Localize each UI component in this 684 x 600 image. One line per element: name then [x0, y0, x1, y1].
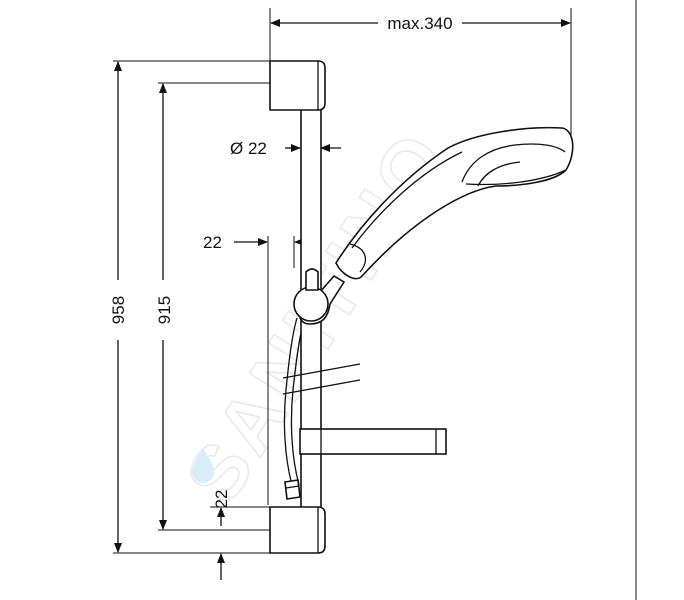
dimension-bottom-offset-label: 22 — [212, 490, 231, 509]
dimension-max-reach: max.340 — [270, 14, 571, 33]
shower-holder — [293, 268, 346, 325]
top-wall-bracket — [269, 60, 326, 111]
dimension-bracket-offset: 22 — [203, 233, 312, 252]
dimension-bar-height-label: 915 — [155, 296, 174, 324]
dimension-bar-height: 915 — [155, 83, 174, 530]
hose-connector — [284, 479, 301, 500]
dimension-pipe-diameter-label: Ø 22 — [230, 139, 267, 158]
hand-shower — [335, 126, 574, 280]
dimension-total-height: 958 — [109, 61, 128, 553]
dimension-bottom-offset: 22 — [212, 490, 231, 580]
watermark-drop-icon — [192, 448, 214, 483]
dimension-pipe-diameter: Ø 22 — [230, 139, 341, 158]
bottom-wall-bracket — [269, 506, 326, 554]
soap-dish — [299, 428, 447, 455]
shower-hose — [283, 317, 298, 486]
dimension-total-height-label: 958 — [109, 296, 128, 324]
dimension-max-reach-label: max.340 — [387, 14, 452, 33]
bar-section-cut — [282, 363, 361, 395]
dimension-bracket-offset-label: 22 — [203, 233, 222, 252]
